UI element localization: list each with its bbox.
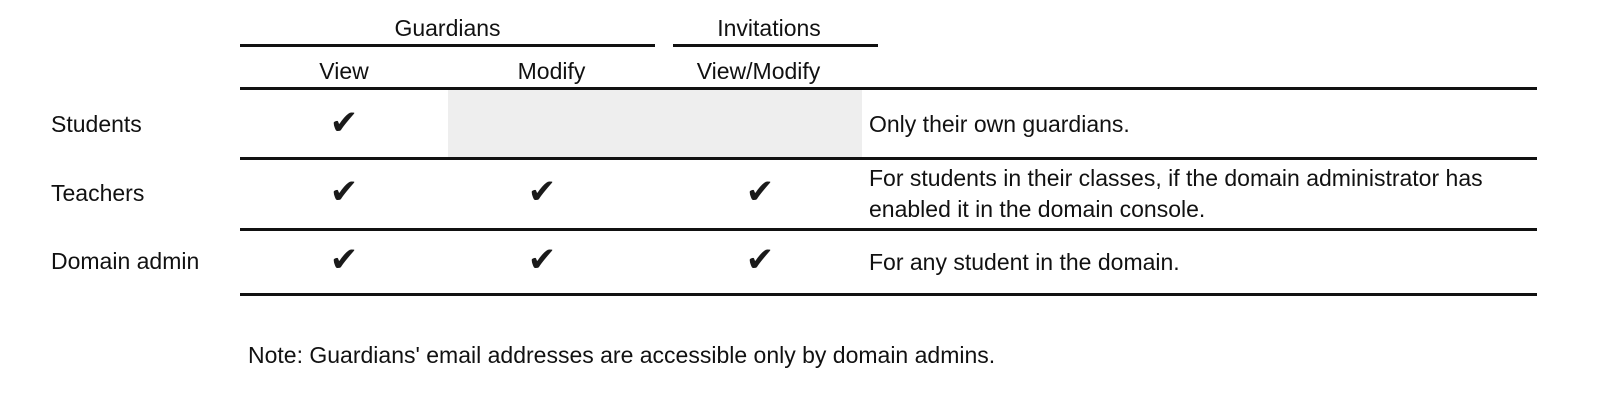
- group-header-guardians: Guardians: [394, 15, 501, 41]
- table-rule-after-students: [240, 157, 1537, 160]
- column-header-modify: Modify: [517, 58, 586, 84]
- checkmark-icon-domain-admin-invitations-view-modify: ✔: [745, 240, 775, 280]
- column-header-view: View: [319, 58, 369, 84]
- cell-students-guardians-modify-disabled: [448, 90, 862, 157]
- checkmark-icon-teachers-guardians-modify: ✔: [527, 172, 557, 212]
- row-label-students: Students: [51, 111, 142, 137]
- row-label-teachers: Teachers: [51, 180, 145, 206]
- group-header-invitations-rule: [673, 44, 878, 47]
- table-rule-top: [240, 87, 1537, 90]
- row-description-domain-admin: For any student in the domain.: [869, 249, 1180, 275]
- row-description-students: Only their own guardians.: [869, 111, 1130, 137]
- group-header-invitations: Invitations: [717, 15, 821, 41]
- checkmark-icon-teachers-guardians-view: ✔: [329, 172, 359, 212]
- checkmark-icon-students-guardians-view: ✔: [329, 103, 359, 143]
- group-header-guardians-rule: [240, 44, 655, 47]
- row-label-domain-admin: Domain admin: [51, 248, 200, 274]
- row-description-teachers: For students in their classes, if the do…: [869, 165, 1483, 222]
- table-footnote: Note: Guardians' email addresses are acc…: [248, 342, 996, 368]
- table-rule-after-teachers: [240, 228, 1537, 231]
- column-header-view-modify: View/Modify: [696, 58, 821, 84]
- checkmark-icon-domain-admin-guardians-view: ✔: [329, 240, 359, 280]
- checkmark-icon-domain-admin-guardians-modify: ✔: [527, 240, 557, 280]
- table-rule-bottom: [240, 293, 1537, 296]
- checkmark-icon-teachers-invitations-view-modify: ✔: [745, 172, 775, 212]
